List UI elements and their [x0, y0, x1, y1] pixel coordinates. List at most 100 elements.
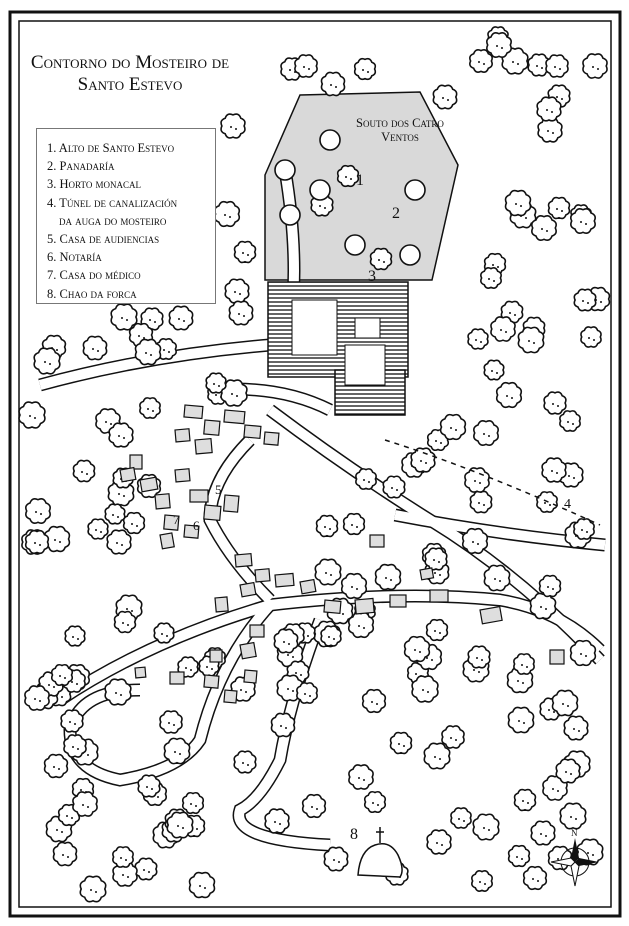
tree-icon	[472, 813, 500, 841]
building	[243, 424, 262, 439]
building	[183, 404, 204, 420]
building	[163, 514, 180, 531]
tree-icon	[82, 335, 108, 361]
building	[154, 493, 171, 510]
north-label: N	[571, 828, 578, 838]
building	[203, 419, 221, 436]
tree-icon	[137, 774, 161, 798]
building	[222, 494, 240, 513]
building	[223, 689, 238, 704]
building	[249, 624, 265, 638]
tree-icon	[279, 204, 301, 226]
tree-icon	[469, 49, 493, 73]
tree-icon	[517, 326, 545, 354]
tree-icon	[340, 572, 368, 600]
building	[299, 578, 317, 595]
tree-icon	[163, 737, 191, 765]
tree-icon	[580, 326, 602, 348]
tree-icon	[559, 410, 581, 432]
legend: 1. Alto de Santo Estevo 2. Panadaría 3. …	[36, 128, 216, 304]
marker-8: 8	[350, 826, 358, 843]
legend-item: 6. Notaría	[47, 250, 102, 265]
tree-icon	[72, 459, 96, 483]
tree-icon	[399, 244, 421, 266]
tree-icon	[301, 793, 327, 819]
tree-icon	[139, 397, 161, 419]
tree-icon	[52, 841, 78, 867]
building	[369, 534, 385, 548]
tree-icon	[296, 682, 318, 704]
tree-icon	[104, 678, 132, 706]
tree-icon	[110, 303, 138, 331]
marker-5: 5	[215, 482, 222, 497]
tree-icon	[464, 467, 490, 493]
tree-icon	[536, 96, 562, 122]
tree-icon	[270, 712, 296, 738]
tree-icon	[233, 240, 257, 264]
tree-icon	[501, 47, 529, 75]
tree-icon	[426, 829, 452, 855]
outer-frame	[8, 10, 622, 918]
tree-icon	[404, 179, 426, 201]
marker-7: 7	[173, 512, 180, 527]
tree-icon	[450, 807, 472, 829]
tree-icon	[389, 731, 413, 755]
tree-icon	[527, 53, 551, 77]
tree-icon	[423, 742, 451, 770]
tree-icon	[188, 871, 216, 899]
building	[479, 605, 503, 625]
tree-icon	[314, 558, 342, 586]
tree-icon	[205, 372, 227, 394]
tree-icon	[582, 53, 608, 79]
tree-icon	[347, 611, 375, 639]
tree-icon	[507, 844, 531, 868]
building	[209, 649, 223, 663]
tree-icon	[570, 208, 596, 234]
tree-icon	[87, 518, 109, 540]
tree-icon	[72, 791, 98, 817]
gallows-hill-icon	[357, 827, 403, 878]
building	[323, 599, 342, 614]
building	[429, 589, 449, 603]
tree-icon	[543, 391, 567, 415]
tree-icon	[336, 164, 360, 188]
tree-icon	[264, 808, 290, 834]
legend-item: 1. Alto de Santo Estevo	[47, 141, 175, 155]
tree-icon	[483, 359, 505, 381]
tree-icon	[541, 457, 567, 483]
tree-icon	[530, 820, 556, 846]
tree-icon	[122, 511, 146, 535]
tree-icon	[480, 267, 502, 289]
monastery	[267, 281, 409, 416]
building	[159, 532, 175, 550]
tree-icon	[363, 790, 387, 814]
legend-item: da auga do mosteiro	[59, 213, 167, 228]
tree-icon	[294, 54, 318, 78]
tree-icon	[220, 113, 246, 139]
tree-icon	[113, 610, 137, 634]
tree-icon	[559, 802, 587, 830]
building	[234, 552, 253, 568]
tree-icon	[551, 689, 579, 717]
tree-icon	[439, 413, 467, 441]
tree-icon	[153, 622, 175, 644]
building	[174, 428, 191, 443]
tree-icon	[320, 71, 346, 97]
tree-icon	[374, 563, 402, 591]
tree-icon	[18, 401, 46, 429]
tree-icon	[495, 381, 523, 409]
building	[134, 666, 147, 679]
tree-icon	[348, 764, 374, 790]
tree-icon	[441, 725, 465, 749]
tree-icon	[545, 54, 569, 78]
tree-icon	[50, 663, 74, 687]
tree-icon	[410, 447, 436, 473]
tree-icon	[353, 57, 377, 81]
tree-icon	[529, 592, 557, 620]
legend-item: 7. Casa do médico	[47, 268, 141, 283]
marker-3: 3	[368, 268, 376, 285]
tree-icon	[43, 753, 69, 779]
marker-4: 4	[564, 497, 571, 512]
tree-icon	[513, 653, 535, 675]
building	[263, 431, 280, 446]
